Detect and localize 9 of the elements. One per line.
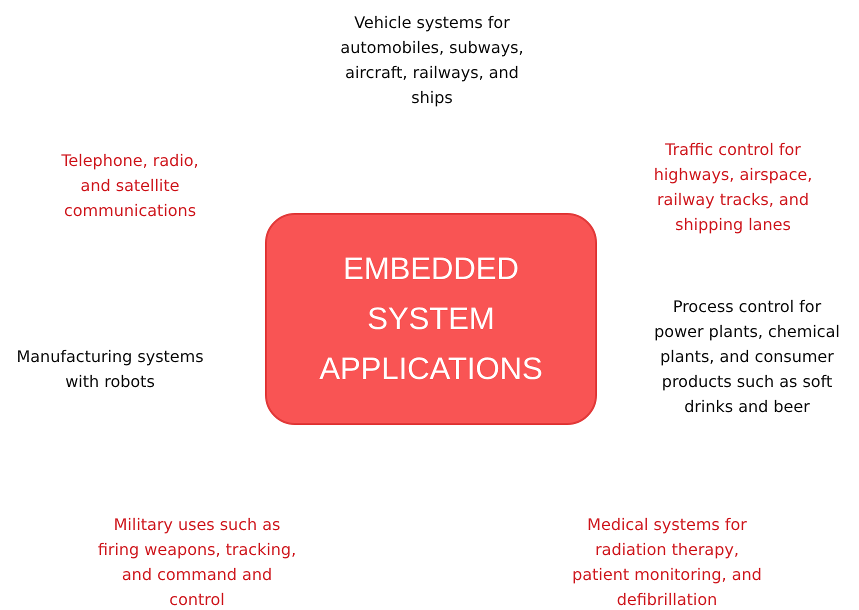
rounded-title-box xyxy=(265,213,597,425)
application-text: Military uses such as firing weapons, tracking, and command and control xyxy=(96,514,298,610)
application-text: Manufacturing systems with robots xyxy=(15,346,205,393)
application-text: Process control for power plants, chemical plants, and consumer products such as soft drinks and beer xyxy=(653,296,841,418)
node-label: EMBEDDED SYSTEM APPLICATIONS xyxy=(318,250,544,388)
application-text: Telephone, radio, and satellite communications xyxy=(60,150,200,222)
application-text: Medical systems for radiation therapy, patient monitoring, and defibrillation xyxy=(571,514,763,610)
application-text: Traffic control for highways, airspace, railway tracks, and shipping lanes xyxy=(652,139,814,236)
application-text: Vehicle systems for automobiles, subways, aircraft, railways, and ships xyxy=(339,12,525,109)
